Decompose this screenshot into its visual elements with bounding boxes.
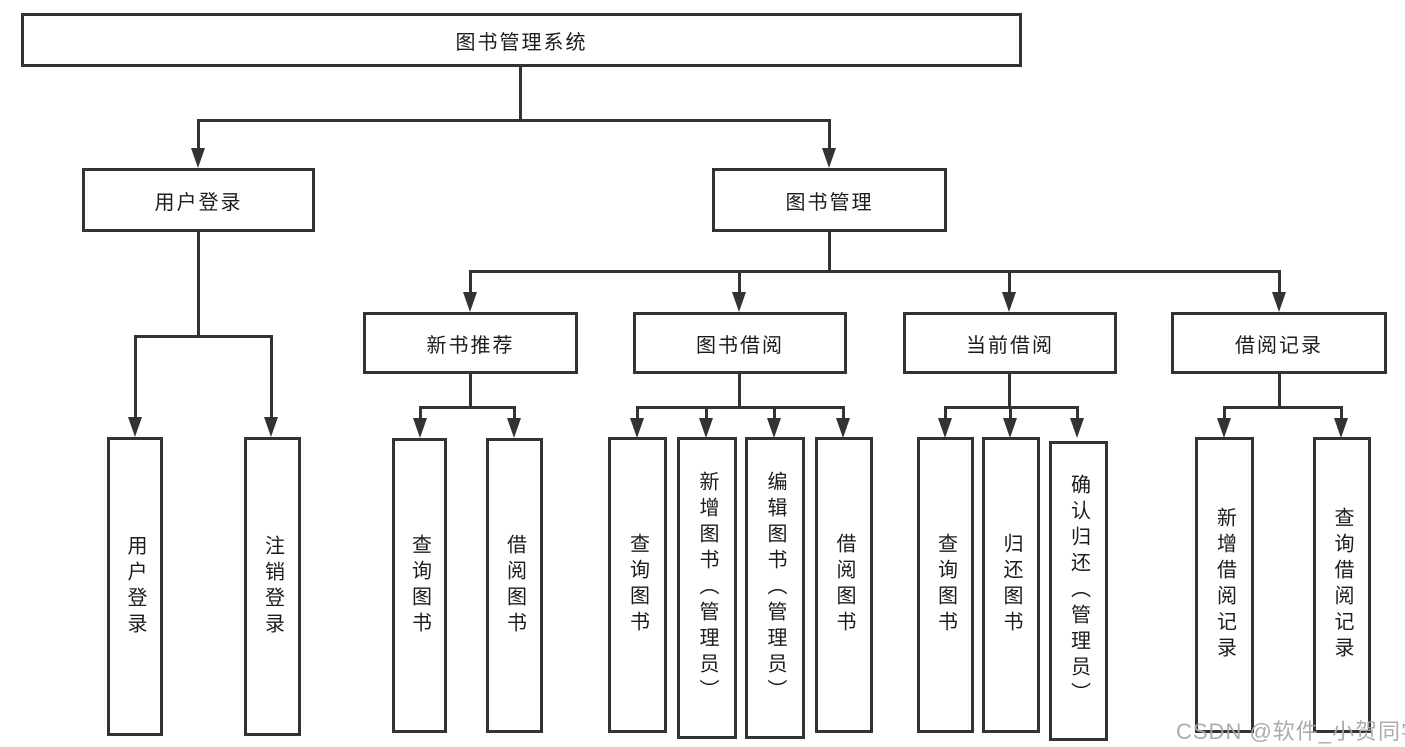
connector-stem-bb-add: [705, 406, 708, 419]
connector-stem-book-management: [828, 119, 831, 151]
leaf-bb-edit-books-admin: 编辑图书（管理员）: [745, 437, 805, 739]
leaf-cb-return-books-label: 归还图书: [1000, 533, 1022, 637]
arrow-down-br-query: [1334, 418, 1348, 438]
connector-stem-new-book: [469, 270, 472, 294]
connector-stem-borrow-records: [1278, 270, 1281, 294]
arrow-down-nb-borrow: [507, 418, 521, 438]
node-current-borrow-label: 当前借阅: [966, 334, 1054, 357]
leaf-bb-add-books-admin-label: 新增图书（管理员）: [696, 471, 718, 705]
arrow-down-book-borrow: [732, 292, 746, 312]
connector-stem-nb-borrow: [513, 406, 516, 419]
connector-root-vline: [519, 67, 522, 119]
leaf-user-login: 用户登录: [107, 437, 163, 736]
leaf-bb-query-books: 查询图书: [608, 437, 667, 733]
leaf-nb-query-books: 查询图书: [392, 438, 447, 733]
leaf-cb-confirm-return-admin: 确认归还（管理员）: [1049, 441, 1108, 741]
leaf-bb-query-books-label: 查询图书: [626, 533, 649, 637]
node-root-library-system: 图书管理系统: [21, 13, 1022, 67]
connector-stem-bb-query: [636, 406, 639, 419]
node-book-management: 图书管理: [712, 168, 947, 232]
connector-stem-cb-confirm: [1076, 406, 1079, 419]
connector-bookmgmt-vline: [828, 232, 831, 270]
arrow-down-new-book: [463, 292, 477, 312]
node-borrow-records-label: 借阅记录: [1235, 334, 1323, 357]
node-book-borrow: 图书借阅: [633, 312, 847, 374]
leaf-logout-label: 注销登录: [261, 534, 284, 639]
connector-records-hline: [1223, 406, 1343, 409]
connector-stem-cb-return: [1009, 406, 1012, 419]
connector-stem-br-add: [1223, 406, 1226, 419]
connector-records-vline: [1278, 374, 1281, 407]
node-new-book-recommend: 新书推荐: [363, 312, 578, 374]
connector-stem-bb-borrow: [842, 406, 845, 419]
connector-stem-cb-query: [944, 406, 947, 419]
connector-stem-nb-query: [419, 406, 422, 419]
node-current-borrow: 当前借阅: [903, 312, 1117, 374]
arrow-down-cb-query: [938, 418, 952, 438]
leaf-nb-borrow-books: 借阅图书: [486, 438, 543, 733]
arrow-down-cb-return: [1003, 418, 1017, 438]
connector-newbook-vline: [469, 374, 472, 407]
connector-stem-br-query: [1340, 406, 1343, 419]
csdn-watermark: CSDN @软件_小贺同学: [1176, 719, 1405, 744]
node-book-management-label: 图书管理: [785, 191, 874, 214]
leaf-cb-confirm-return-admin-label: 确认归还（管理员）: [1067, 474, 1090, 708]
leaf-br-query-record: 查询借阅记录: [1313, 437, 1371, 733]
node-root-label: 图书管理系统: [455, 31, 588, 54]
leaf-bb-borrow-books-label: 借阅图书: [833, 533, 855, 637]
arrow-down-br-add: [1217, 418, 1231, 438]
connector-userlogin-hline: [134, 335, 273, 338]
leaf-cb-query-books-label: 查询图书: [934, 533, 957, 637]
arrow-down-borrow-records: [1272, 292, 1286, 312]
leaf-br-query-record-label: 查询借阅记录: [1331, 507, 1353, 663]
arrow-down-book-management: [822, 148, 836, 168]
leaf-bb-edit-books-admin-label: 编辑图书（管理员）: [764, 471, 786, 705]
leaf-br-add-record: 新增借阅记录: [1195, 437, 1254, 733]
node-borrow-records: 借阅记录: [1171, 312, 1387, 374]
leaf-cb-return-books: 归还图书: [982, 437, 1040, 733]
arrow-down-leaf-logout: [264, 417, 278, 437]
node-new-book-recommend-label: 新书推荐: [426, 334, 515, 357]
connector-stem-user-login: [197, 119, 200, 151]
node-user-login: 用户登录: [82, 168, 315, 232]
leaf-bb-borrow-books: 借阅图书: [815, 437, 873, 733]
node-user-login-label: 用户登录: [154, 191, 243, 214]
leaf-nb-borrow-books-label: 借阅图书: [503, 533, 526, 638]
arrow-down-bb-query: [630, 418, 644, 438]
leaf-logout: 注销登录: [244, 437, 301, 736]
connector-stem-book-borrow: [738, 270, 741, 294]
arrow-down-user-login: [191, 148, 205, 168]
arrow-down-current-borrow: [1002, 292, 1016, 312]
leaf-nb-query-books-label: 查询图书: [408, 533, 431, 638]
connector-userlogin-vline: [197, 232, 200, 335]
connector-stem-bb-edit: [773, 406, 776, 419]
leaf-user-login-label: 用户登录: [124, 534, 146, 639]
arrow-down-bb-borrow: [836, 418, 850, 438]
arrow-down-cb-confirm: [1070, 418, 1084, 438]
connector-bookborrow-hline: [636, 406, 845, 409]
leaf-br-add-record-label: 新增借阅记录: [1213, 507, 1236, 663]
arrow-down-leaf-login: [128, 417, 142, 437]
connector-stem-leaf-login: [134, 335, 137, 418]
leaf-cb-query-books: 查询图书: [917, 437, 974, 733]
connector-bookmgmt-hline: [469, 270, 1281, 273]
connector-bookborrow-vline: [738, 374, 741, 407]
connector-newbook-hline: [419, 406, 516, 409]
node-book-borrow-label: 图书借阅: [696, 334, 784, 357]
connector-stem-leaf-logout: [270, 335, 273, 418]
arrow-down-bb-add: [699, 418, 713, 438]
connector-root-hline: [197, 119, 831, 122]
connector-stem-current-borrow: [1008, 270, 1011, 294]
leaf-bb-add-books-admin: 新增图书（管理员）: [677, 437, 737, 739]
connector-currentborrow-vline: [1008, 374, 1011, 407]
arrow-down-nb-query: [413, 418, 427, 438]
arrow-down-bb-edit: [767, 418, 781, 438]
